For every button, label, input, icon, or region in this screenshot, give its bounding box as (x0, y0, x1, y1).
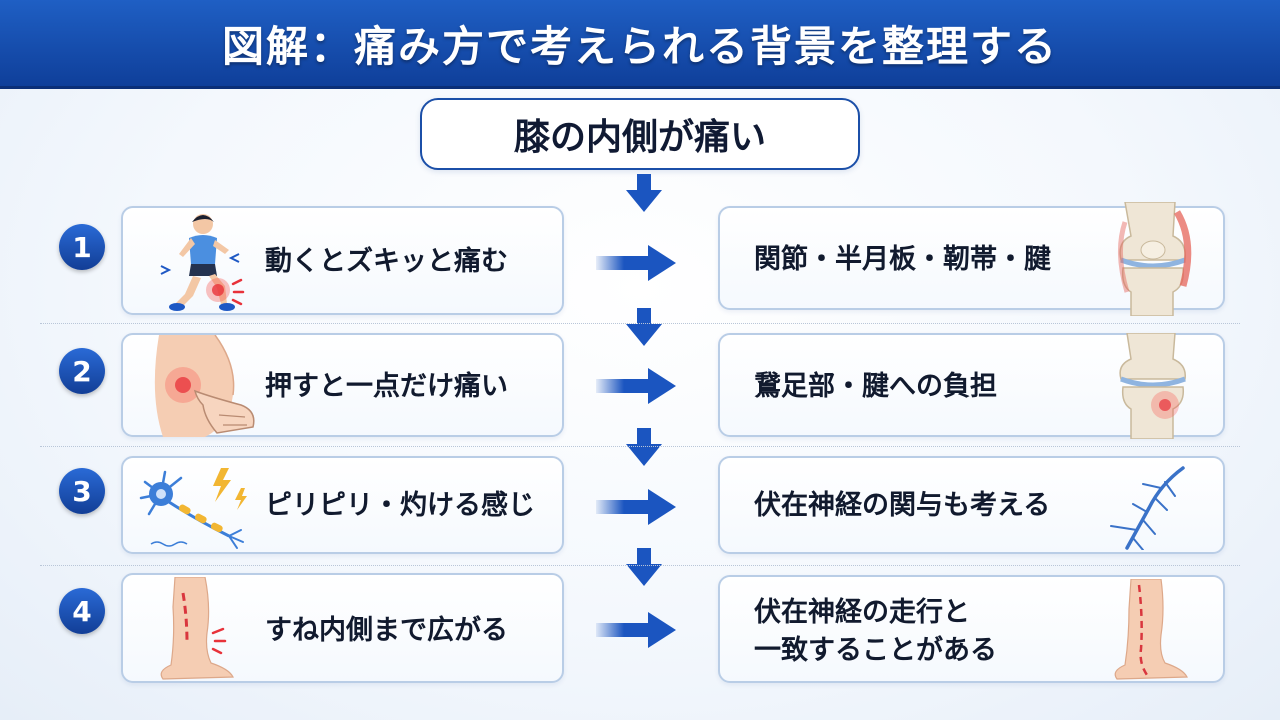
cause-card-1: 関節・半月板・靭帯・腱 (718, 202, 1225, 316)
symptom-card-4: すね内側まで広がる (121, 573, 564, 683)
cause-text-4-line2: 一致することがある (754, 635, 997, 666)
running-child-knee-pain-icon (160, 214, 245, 311)
cause-text-4-line1: 伏在神経の走行と (754, 597, 970, 628)
nerve-branch-icon (1110, 466, 1185, 550)
down-arrow-icon (626, 428, 662, 466)
symptom-card-2: 押すと一点だけ痛い (121, 333, 564, 437)
step-number-4: 4 (59, 588, 105, 634)
row-divider (40, 565, 1240, 566)
cause-text-3: 伏在神経の関与も考える (754, 490, 1051, 521)
step-number-3: 3 (59, 468, 105, 514)
knee-joint-anatomy-icon (1117, 202, 1192, 316)
cause-text-2: 鵞足部・腱への負担 (754, 371, 997, 402)
start-box: 膝の内側が痛い (420, 98, 860, 170)
symptom-text-1: 動くとズキッと痛む (265, 246, 508, 277)
row-divider (40, 323, 1240, 324)
page-title: 図解：痛み方で考えられる背景を整理する (221, 21, 1058, 71)
down-arrow-icon (626, 174, 662, 212)
cause-card-4: 伏在神経の走行と 一致することがある (718, 575, 1225, 683)
knee-pes-anserinus-icon (1119, 333, 1186, 439)
right-arrow-icon (596, 245, 676, 281)
cause-text-1: 関節・半月板・靭帯・腱 (754, 244, 1051, 275)
step-number-2: 2 (59, 348, 105, 394)
symptom-text-2: 押すと一点だけ痛い (265, 371, 508, 402)
symptom-text-4: すね内側まで広がる (265, 615, 508, 646)
header-bar (0, 0, 1280, 89)
row-divider (40, 446, 1240, 447)
step-number-1: 1 (59, 224, 105, 270)
right-arrow-icon (596, 612, 676, 648)
symptom-card-3: ピリピリ・灼ける感じ (121, 456, 564, 554)
right-arrow-icon (596, 368, 676, 404)
down-arrow-icon (626, 308, 662, 346)
symptom-card-1: 動くとズキッと痛む (121, 206, 564, 315)
down-arrow-icon (626, 548, 662, 586)
finger-pressing-knee-icon (154, 335, 255, 437)
symptom-text-3: ピリピリ・灼ける感じ (265, 490, 535, 521)
right-arrow-icon (596, 489, 676, 525)
cause-card-3: 伏在神経の関与も考える (718, 456, 1225, 554)
leg-nerve-path-icon (1114, 579, 1188, 680)
cause-card-2: 鵞足部・腱への負担 (718, 333, 1225, 439)
shin-pain-leg-icon (160, 577, 234, 680)
nerve-cell-lightning-icon (139, 468, 247, 549)
